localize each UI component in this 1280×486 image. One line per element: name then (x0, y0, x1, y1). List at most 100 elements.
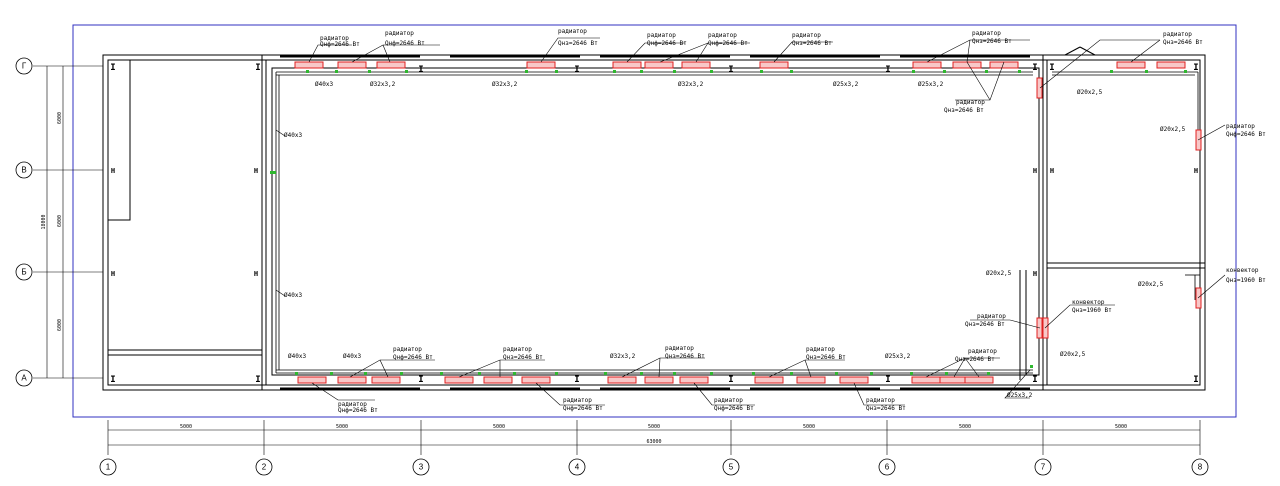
radiator-label: радиатор (792, 32, 821, 39)
convector-label: конвектор (1226, 267, 1259, 274)
svg-text:I: I (1032, 375, 1037, 385)
radiator-label: радиатор (393, 346, 422, 353)
dimension-total: 63000 (646, 439, 661, 445)
dimension-value: 5000 (1115, 424, 1127, 430)
radiator-power: Qнз=2646 Вт (665, 353, 705, 360)
radiator-label: радиатор (647, 32, 676, 39)
radiator-label: радиатор (1226, 123, 1255, 130)
heating-pipes (275, 71, 1200, 374)
dimension-value: 5000 (959, 424, 971, 430)
pipe-label: Ø40х3 (284, 292, 302, 299)
radiator-power: Qнз=2646 Вт (503, 354, 543, 361)
pipe-label: Ø25х3,2 (918, 81, 944, 88)
dimension-value: 6000 (57, 215, 63, 227)
radiator-label: радиатор (866, 397, 895, 404)
radiator-power: Qнф=2646 Вт (338, 407, 378, 414)
radiator-power: Qнз=2646 Вт (558, 40, 598, 47)
pipe-label: Ø32х3,2 (492, 81, 518, 88)
svg-text:H: H (254, 167, 258, 175)
axis-label: 7 (1041, 463, 1046, 472)
axis-label: Б (21, 268, 26, 277)
radiator-power: Qнз=2646 Вт (866, 405, 906, 412)
axis-label: А (21, 374, 27, 383)
radiator-power: Qнф=2646 Вт (708, 40, 748, 47)
dimension-value: 5000 (180, 424, 192, 430)
svg-text:I: I (574, 375, 579, 385)
axis-label: 4 (575, 463, 580, 472)
radiator-power: Qнз=2646 Вт (792, 40, 832, 47)
svg-text:I: I (728, 375, 733, 385)
axis-label: 1 (106, 463, 111, 472)
pipe-label: Ø32х3,2 (678, 81, 704, 88)
convector-power: Qнз=1960 Вт (1072, 307, 1112, 314)
pipe-label: Ø25х3,2 (1007, 392, 1033, 399)
dimension-value: 6000 (57, 319, 63, 331)
radiator-power: Qнф=2646 Вт (563, 405, 603, 412)
radiator-power: Qнз=2646 Вт (944, 107, 984, 114)
radiator-label: радиатор (708, 32, 737, 39)
radiator-power: Qнз=2646 Вт (965, 321, 1005, 328)
axis-label: 5 (729, 463, 734, 472)
radiator-power: Qнф=2646 Вт (1226, 131, 1266, 138)
radiator-label: радиатор (665, 345, 694, 352)
svg-text:I: I (885, 375, 890, 385)
drawing-frame (72, 24, 1237, 418)
svg-text:I: I (574, 65, 579, 75)
pipe-label: Ø20х2,5 (1077, 89, 1103, 96)
svg-text:H: H (1033, 167, 1037, 175)
radiator-label: радиатор (563, 397, 592, 404)
pipe-label: Ø25х3,2 (885, 353, 911, 360)
pipe-label: Ø32х3,2 (370, 81, 396, 88)
dimension-value: 5000 (648, 424, 660, 430)
axis-label: Г (22, 62, 27, 71)
svg-text:I: I (1032, 63, 1037, 73)
pipe-label: Ø40х3 (284, 132, 302, 139)
valves (270, 70, 1187, 375)
svg-text:I: I (255, 375, 260, 385)
pipe-label: Ø20х2,5 (1160, 126, 1186, 133)
pipe-label: Ø40х3 (343, 353, 361, 360)
svg-text:I: I (1193, 63, 1198, 73)
radiator-label: радиатор (806, 346, 835, 353)
svg-text:H: H (1050, 167, 1054, 175)
axis-label: 6 (885, 463, 890, 472)
svg-text:H: H (254, 270, 258, 278)
left-dimension-values: 6000 6000 6000 18000 (41, 112, 63, 331)
radiator-power: Qнф=2646 Вт (320, 41, 360, 48)
dimension-value: 6000 (57, 112, 63, 124)
pipe-label: Ø20х2,5 (986, 270, 1012, 277)
svg-text:I: I (110, 375, 115, 385)
radiator-label: радиатор (385, 30, 414, 37)
radiator-power: Qнз=2646 Вт (955, 356, 995, 363)
radiator-power: Qнз=2646 Вт (972, 38, 1012, 45)
axis-markers-y: Г В Б А (21, 62, 27, 383)
radiator-label: радиатор (503, 346, 532, 353)
radiator-label: радиатор (714, 397, 743, 404)
windows (280, 54, 1030, 391)
radiators (294, 61, 1202, 384)
svg-text:H: H (1194, 167, 1198, 175)
dimension-value: 5000 (803, 424, 815, 430)
left-dimensions (33, 65, 103, 379)
radiator-label: радиатор (956, 99, 985, 106)
bottom-dimension-values: 5000 5000 5000 5000 5000 5000 5000 63000 (180, 424, 1127, 445)
convector-power: Qнз=1960 Вт (1226, 277, 1266, 284)
radiator-label: радиатор (338, 401, 367, 408)
radiator-power: Qнз=2646 Вт (806, 354, 846, 361)
convector-label: конвектор (1072, 299, 1105, 306)
axis-label: 2 (262, 463, 267, 472)
radiator-label: радиатор (320, 35, 349, 42)
axis-label: В (21, 166, 26, 175)
radiator-label: радиатор (1163, 31, 1192, 38)
svg-text:I: I (255, 63, 260, 73)
pipe-label: Ø20х2,5 (1060, 351, 1086, 358)
axis-label: 8 (1198, 463, 1203, 472)
radiator-label: радиатор (972, 30, 1001, 37)
pipe-label: Ø20х2,5 (1138, 281, 1164, 288)
dimension-total: 18000 (41, 214, 47, 229)
axis-markers-x (99, 458, 1209, 476)
svg-text:I: I (110, 63, 115, 73)
svg-text:I: I (418, 375, 423, 385)
svg-text:H: H (111, 270, 115, 278)
